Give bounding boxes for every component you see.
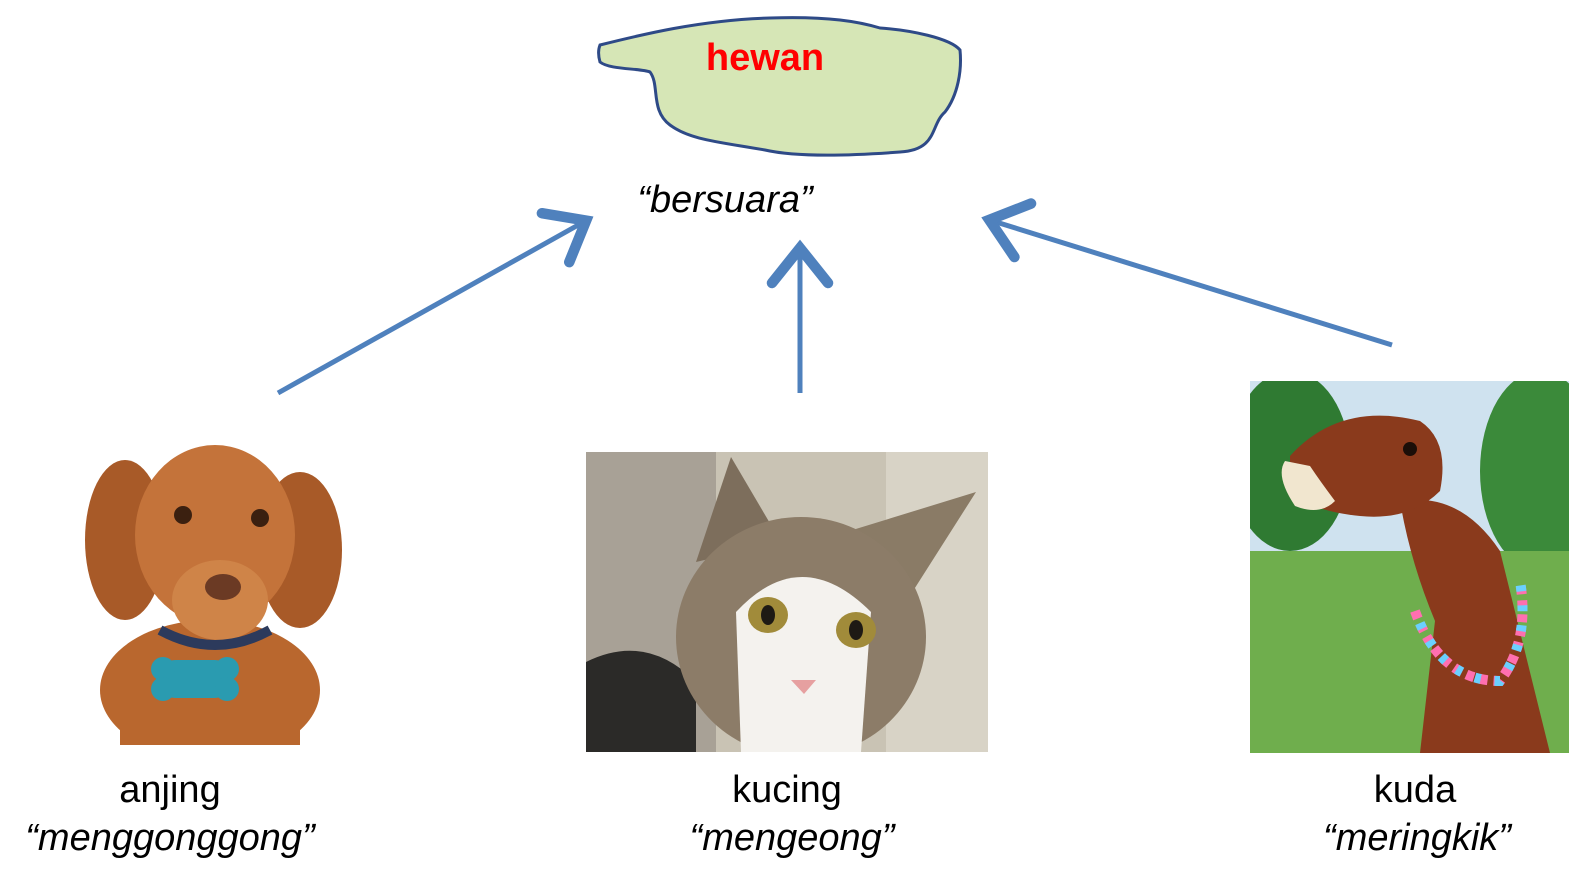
horse-photo xyxy=(1250,381,1569,753)
dog-photo xyxy=(65,425,355,745)
animal-name-dog: anjing xyxy=(119,769,221,811)
arrow-dog-to-verb xyxy=(276,207,594,396)
root-cloud-shape xyxy=(597,16,962,157)
root-label: hewan xyxy=(705,37,825,79)
animal-name-horse: kuda xyxy=(1373,769,1457,811)
animal-sound-horse: “meringkik” xyxy=(1323,817,1511,859)
animal-sound-cat: “mengeong” xyxy=(689,817,895,859)
cat-photo xyxy=(586,452,988,752)
arrow-horse-to-verb xyxy=(981,198,1393,348)
animal-sound-dog: “menggonggong” xyxy=(25,817,315,859)
shared-verb-label: “bersuara” xyxy=(637,179,813,221)
animal-name-cat: kucing xyxy=(732,769,842,811)
